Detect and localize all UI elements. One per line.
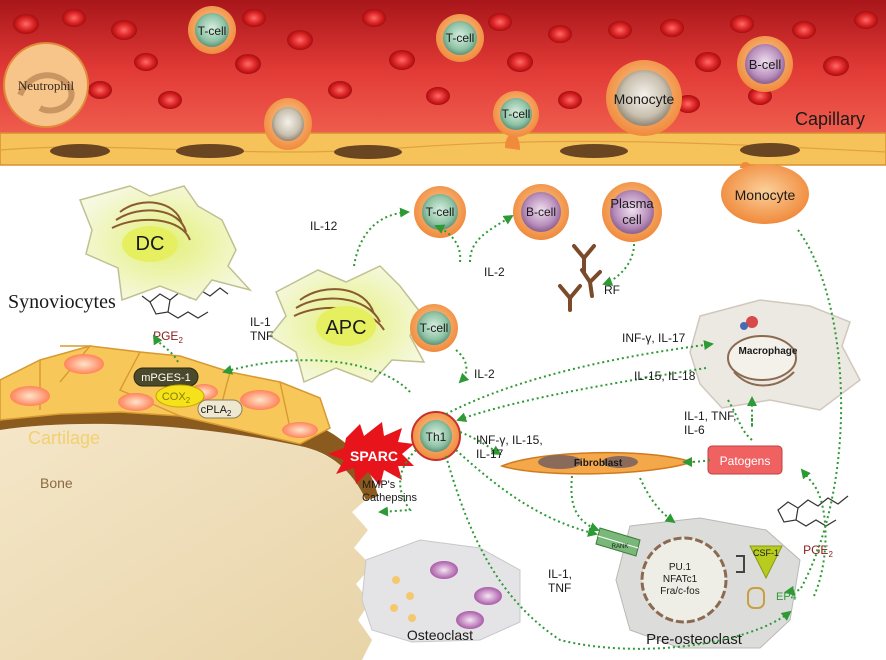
tcell-label: T-cell xyxy=(420,321,449,335)
ep4-label: EP4 xyxy=(776,591,797,603)
il1-tnf-low-label-2: TNF xyxy=(548,581,571,595)
tcell-label: T-cell xyxy=(426,205,455,219)
apc-label: APC xyxy=(325,317,366,339)
il1-tnf-low-label-1: IL-1, xyxy=(548,567,572,581)
nucleus-pu1: PU.1 xyxy=(669,562,692,573)
monocyte-transmigrating xyxy=(264,98,312,150)
fibroblast-label: Fibroblast xyxy=(574,458,623,469)
dc-label: DC xyxy=(136,233,165,255)
bcell-label: B-cell xyxy=(749,57,782,72)
svg-text:cPLA2: cPLA2 xyxy=(201,404,232,418)
inf-il15-label-2: IL-17 xyxy=(476,447,504,461)
cpla2-enzyme: cPLA2 xyxy=(197,399,243,419)
bcell-label: B-cell xyxy=(526,205,556,219)
mpges1-label: mPGES-1 xyxy=(141,372,191,384)
nucleus-fra: Fra/c-fos xyxy=(660,586,699,597)
endothelium xyxy=(0,132,886,166)
bcell-activated: B-cell xyxy=(513,184,569,240)
pre-osteoclast: PU.1 NFATc1 Fra/c-fos Pre-osteoclast xyxy=(615,517,801,649)
preosteoclast-label: Pre-osteoclast xyxy=(646,631,743,648)
il1-tnf-il6-label-2: IL-6 xyxy=(684,423,705,437)
macrophage-label: Macrophage xyxy=(739,346,798,357)
patogens-box: Patogens xyxy=(707,445,783,475)
rank-receptor: RANK xyxy=(595,527,641,557)
tcell-apc: T-cell xyxy=(410,304,458,352)
rf-label: RF xyxy=(604,283,620,297)
plasma-label-2: cell xyxy=(622,212,642,227)
red-blood-cells xyxy=(13,9,878,113)
osteoclast-label: Osteoclast xyxy=(407,627,473,643)
tnf-label: TNF xyxy=(250,329,273,343)
svg-text:PGE2: PGE2 xyxy=(153,329,183,345)
neutrophil: Neutrophil xyxy=(3,42,89,128)
il1-tnf-il6-label-1: IL-1, TNF, xyxy=(684,409,736,423)
il2-label-mid: IL-2 xyxy=(474,367,495,381)
synoviocytes-label: Synoviocytes xyxy=(8,291,116,313)
cox2-sub: 2 xyxy=(186,396,191,405)
tcell-capillary-2: T-cell xyxy=(436,14,484,62)
cytokine-labels: IL-12 IL-2 IL-1 TNF IL-2 INF-γ, IL-17 IL… xyxy=(250,219,736,595)
tcell-activated: T-cell xyxy=(414,186,466,238)
tcell-transmigrating: T-cell xyxy=(493,91,539,150)
macrophage: Macrophage xyxy=(689,299,861,411)
pge2-sub-right: 2 xyxy=(828,550,833,559)
arrows xyxy=(152,207,843,650)
osteoclast: Osteoclast xyxy=(361,539,521,643)
pge2-molecule-right xyxy=(777,495,849,527)
inf-il15-label-1: INF-γ, IL-15, xyxy=(476,433,543,447)
rank-label: RANK xyxy=(612,544,629,550)
cartilage-label: Cartilage xyxy=(28,428,100,448)
patogens-label: Patogens xyxy=(720,454,771,468)
bcell-capillary: B-cell xyxy=(737,36,793,92)
fibroblast: Fibroblast xyxy=(499,451,695,475)
csf1: CSF-1 xyxy=(736,545,783,580)
dc-cell: DC xyxy=(78,185,253,302)
antibodies xyxy=(558,244,602,312)
th1-cell: Th1 xyxy=(411,411,461,461)
cpla2-label: cPLA xyxy=(201,404,228,416)
capillary-label: Capillary xyxy=(795,109,865,129)
pge2-sub-left: 2 xyxy=(178,336,183,345)
cathepsins-label: Cathepsins xyxy=(362,492,418,504)
mmps-label: MMP's xyxy=(362,479,396,491)
tcell-label: T-cell xyxy=(502,107,531,121)
apc-cell: APC xyxy=(268,265,426,384)
monocyte-label: Monocyte xyxy=(735,187,796,203)
sparc-burst: SPARC xyxy=(328,422,414,486)
cox2-enzyme: COX2 xyxy=(155,384,205,408)
monocyte-label: Monocyte xyxy=(614,91,675,107)
plasma-cell: Plasma cell xyxy=(602,182,662,242)
plasma-label-1: Plasma xyxy=(610,196,654,211)
th1-label: Th1 xyxy=(426,430,447,444)
svg-text:PGE2: PGE2 xyxy=(803,543,833,559)
sparc-label: SPARC xyxy=(350,448,398,464)
bone xyxy=(0,423,372,660)
nucleus-nfatc1: NFATc1 xyxy=(663,574,698,585)
tcell-capillary-1: T-cell xyxy=(188,6,236,54)
il15-il18-label: IL-15, IL-18 xyxy=(634,369,696,383)
tcell-label: T-cell xyxy=(198,24,227,38)
csf1-label: CSF-1 xyxy=(753,548,779,558)
il1-label: IL-1 xyxy=(250,315,271,329)
pge2-label-right: PGE xyxy=(803,543,828,557)
il12-label: IL-12 xyxy=(310,219,338,233)
pge2-label-left: PGE xyxy=(153,329,178,343)
bone-label: Bone xyxy=(40,475,73,491)
svg-text:COX2: COX2 xyxy=(162,391,191,405)
cox2-label: COX xyxy=(162,391,187,403)
mpges1-enzyme: mPGES-1 xyxy=(133,367,199,387)
tcell-label: T-cell xyxy=(446,31,475,45)
neutrophil-label: Neutrophil xyxy=(18,78,75,93)
monocyte-capillary: Monocyte xyxy=(606,60,682,136)
inf-il17-label: INF-γ, IL-17 xyxy=(622,331,686,345)
monocyte-tissue: Monocyte xyxy=(721,162,809,224)
il2-label-top: IL-2 xyxy=(484,265,505,279)
cpla2-sub: 2 xyxy=(227,409,232,418)
